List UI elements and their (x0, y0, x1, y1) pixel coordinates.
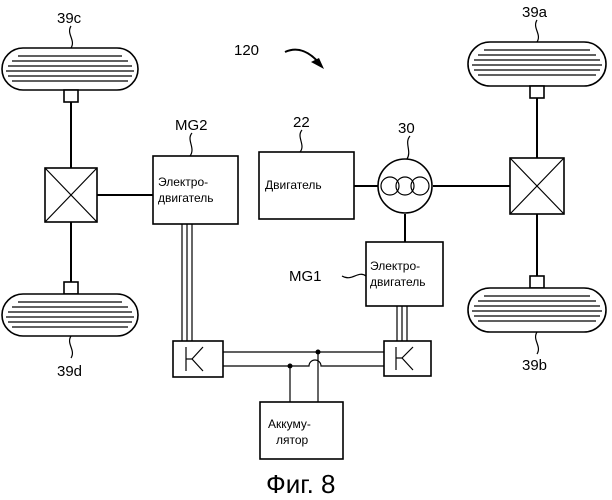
motor-mg1-block (366, 242, 443, 306)
battery-label-line1: Аккуму- (268, 417, 311, 431)
label-mg2: MG2 (175, 117, 208, 134)
label-39b: 39b (522, 357, 547, 374)
wheel-39c (2, 48, 138, 102)
label-39d: 39d (57, 363, 82, 380)
motor-mg2-label-line1: Электро- (158, 175, 208, 189)
power-split-device (378, 159, 432, 213)
motor-mg2-label-line2: двигатель (158, 191, 214, 205)
wheel-39b (468, 276, 606, 332)
inverter-left (173, 341, 223, 377)
label-30: 30 (398, 120, 415, 137)
motor-mg1-label-line1: Электро- (370, 259, 420, 273)
label-39c: 39c (57, 10, 82, 27)
label-120: 120 (234, 42, 259, 59)
wheel-39d (2, 282, 138, 336)
label-39a: 39a (522, 4, 548, 21)
motor-mg2-block (153, 156, 238, 224)
differential-right (510, 158, 564, 214)
dc-bus-wiring (223, 350, 384, 403)
inverter-right (384, 341, 431, 376)
label-mg1: MG1 (289, 268, 322, 285)
figure-caption: Фиг. 8 (266, 469, 336, 499)
label-22: 22 (293, 114, 310, 131)
arrow-120 (285, 50, 324, 69)
battery-label-line2: лятор (276, 433, 309, 447)
differential-left (45, 168, 97, 222)
motor-mg1-label-line2: двигатель (370, 275, 426, 289)
wheel-39a (468, 42, 606, 98)
engine-label: Двигатель (265, 178, 322, 192)
